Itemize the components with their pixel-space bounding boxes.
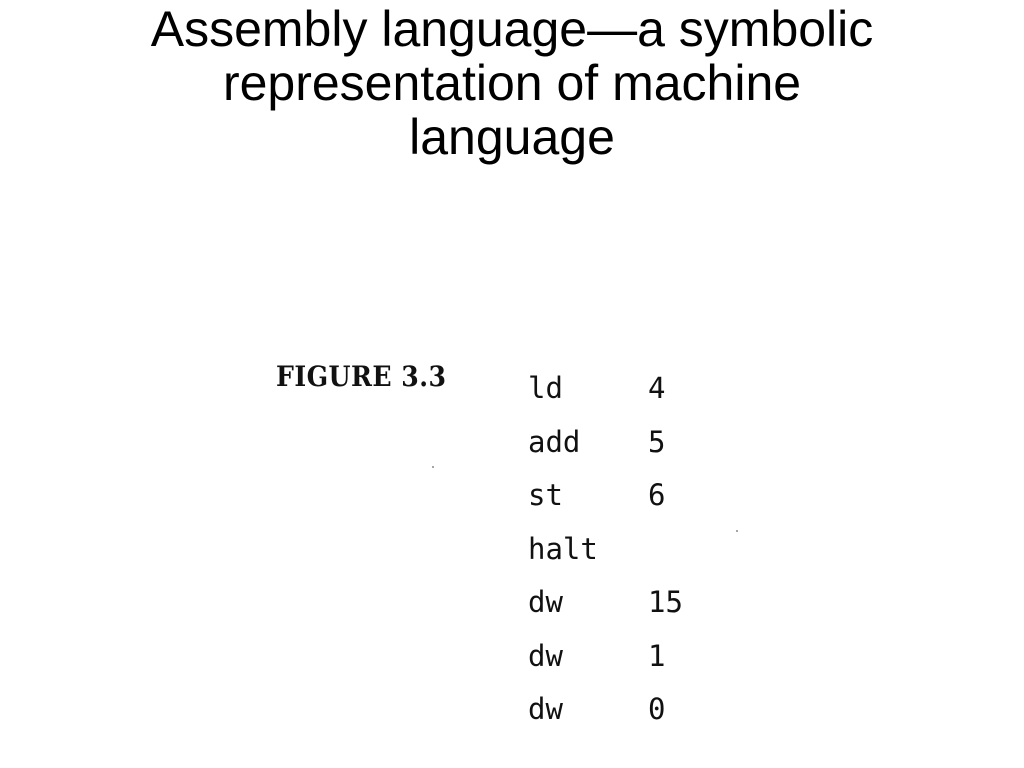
instruction-mnemonic: ld bbox=[528, 371, 563, 405]
instruction-mnemonic: dw bbox=[528, 585, 563, 619]
slide-title-line: language bbox=[409, 109, 615, 165]
listing-row: add 5 bbox=[528, 416, 683, 470]
slide-title-line: representation of machine bbox=[222, 55, 802, 111]
listing-row: dw 1 bbox=[528, 630, 683, 684]
assembly-listing: ld 4 add 5 st 6 halt dw 15 dw 1 dw 0 bbox=[528, 362, 683, 737]
listing-row: dw 0 bbox=[528, 683, 683, 737]
instruction-operand: 0 bbox=[648, 692, 666, 726]
instruction-operand: 5 bbox=[648, 424, 666, 459]
listing-row: dw 15 bbox=[528, 576, 683, 630]
instruction-mnemonic: halt bbox=[528, 531, 598, 566]
scan-speck bbox=[736, 530, 738, 532]
listing-row: ld 4 bbox=[528, 362, 683, 416]
instruction-mnemonic: dw bbox=[528, 638, 563, 673]
figure-caption: FIGURE 3.3 bbox=[276, 360, 447, 393]
instruction-mnemonic: st bbox=[528, 478, 563, 512]
slide-title-line: Assembly language—a symbolic bbox=[150, 1, 874, 57]
instruction-operand: 4 bbox=[648, 371, 666, 405]
listing-row: st 6 bbox=[528, 469, 683, 523]
instruction-mnemonic: dw bbox=[528, 692, 563, 726]
slide-title: Assembly language—a symbolic representat… bbox=[0, 2, 1024, 164]
instruction-operand: 1 bbox=[648, 638, 666, 673]
instruction-operand: 15 bbox=[648, 585, 683, 619]
instruction-operand: 6 bbox=[648, 478, 666, 512]
listing-row: halt bbox=[528, 523, 683, 577]
instruction-mnemonic: add bbox=[528, 424, 581, 459]
scan-speck bbox=[432, 466, 434, 468]
